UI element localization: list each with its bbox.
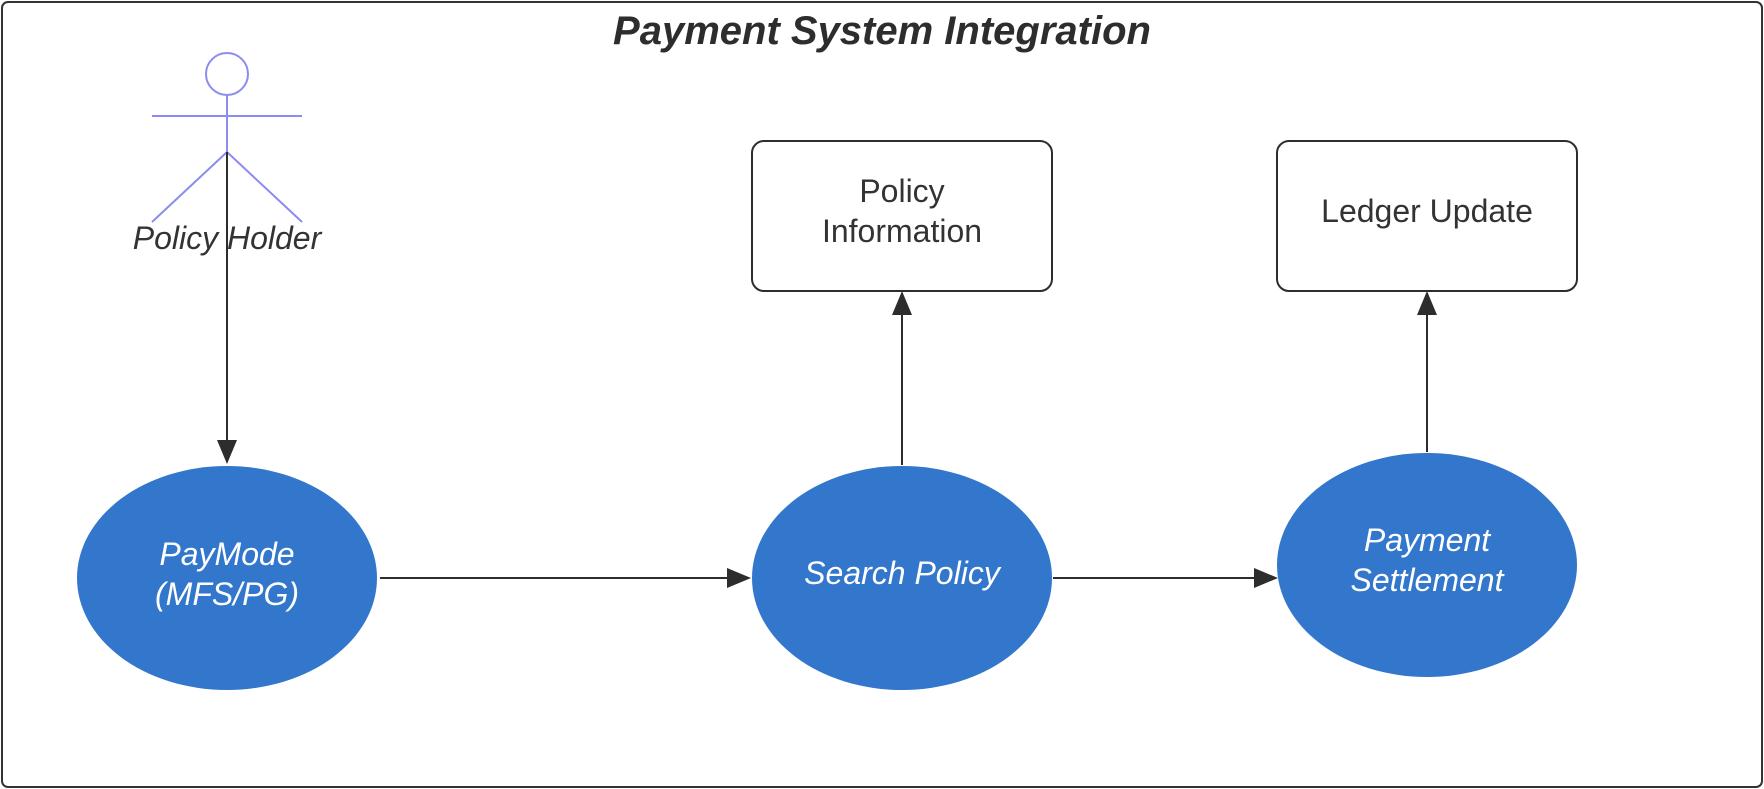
payment-settlement-label-line-2: Settlement [1351,562,1505,598]
node-paymode[interactable]: PayMode (MFS/PG) [77,466,377,690]
paymode-label-line-1: PayMode [159,536,294,572]
actor-right-leg [226,151,303,223]
search-policy-label: Search Policy [804,555,1002,591]
paymode-ellipse [77,466,377,690]
payment-settlement-ellipse [1277,453,1577,677]
ledger-update-box [1276,140,1578,292]
paymode-label-line-2: (MFS/PG) [155,576,299,612]
policy-information-box [751,140,1053,292]
node-payment-settlement[interactable]: Payment Settlement [1277,453,1577,677]
payment-settlement-label-line-1: Payment [1364,522,1491,558]
ledger-update-label: Ledger Update [1321,193,1533,229]
actor-left-leg [151,151,228,223]
policy-information-label-line-2: Information [822,213,982,249]
node-search-policy[interactable]: Search Policy [752,466,1052,690]
policy-information-label-line-1: Policy [859,173,944,209]
diagram-title: Payment System Integration [613,9,1151,53]
policy-holder-actor-icon [151,52,303,223]
search-policy-ellipse [752,466,1052,690]
node-ledger-update[interactable]: Ledger Update [1276,140,1578,292]
node-policy-information[interactable]: Policy Information [751,140,1053,292]
